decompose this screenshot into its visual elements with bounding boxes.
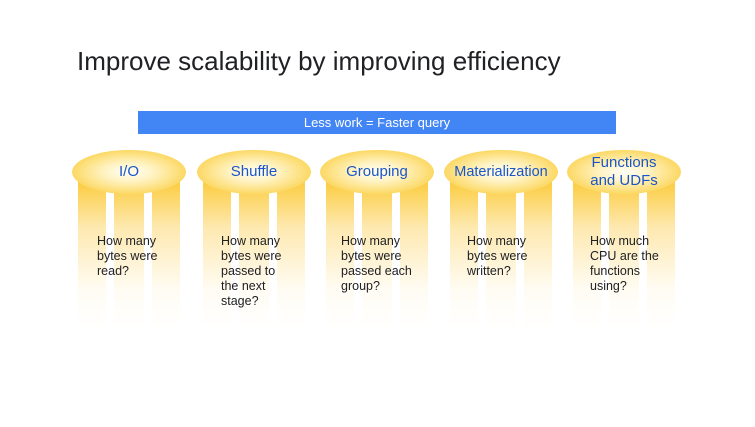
pillar-shuffle: Shuffle How many bytes were passed to th…: [197, 150, 311, 330]
pillar-column: [486, 172, 516, 330]
pillar-column: [203, 172, 231, 330]
less-work-banner: Less work = Faster query: [138, 111, 616, 134]
pillar-description: How many bytes were written?: [467, 234, 528, 278]
pillar-column: [114, 172, 144, 330]
pillar-column: [362, 172, 392, 330]
pillar-column: [239, 172, 269, 330]
pillar-label: Grouping: [320, 150, 434, 194]
pillar-label: Shuffle: [197, 150, 311, 194]
pillar-column: [573, 172, 601, 330]
slide-title: Improve scalability by improving efficie…: [77, 46, 561, 76]
pillar-description: How much CPU are the functions using?: [590, 234, 659, 293]
pillar-column: [152, 172, 180, 330]
pillar-description: How many bytes were read?: [97, 234, 158, 278]
pillar-column: [647, 172, 675, 330]
pillar-grouping: Grouping How many bytes were passed each…: [320, 150, 434, 330]
pillar-functions-udfs: Functions and UDFs How much CPU are the …: [567, 150, 681, 330]
pillar-column: [524, 172, 552, 330]
pillar-column: [609, 172, 639, 330]
pillar-column: [326, 172, 354, 330]
pillar-description: How many bytes were passed to the next s…: [221, 234, 282, 308]
pillar-column: [450, 172, 478, 330]
pillar-label: Materialization: [444, 150, 558, 194]
pillar-label: Functions and UDFs: [567, 150, 681, 194]
pillar-label: I/O: [72, 150, 186, 194]
pillar-materialization: Materialization How many bytes were writ…: [444, 150, 558, 330]
pillar-column: [78, 172, 106, 330]
pillar-column: [400, 172, 428, 330]
pillar-column: [277, 172, 305, 330]
pillar-description: How many bytes were passed each group?: [341, 234, 412, 293]
pillar-io: I/O How many bytes were read?: [72, 150, 186, 330]
